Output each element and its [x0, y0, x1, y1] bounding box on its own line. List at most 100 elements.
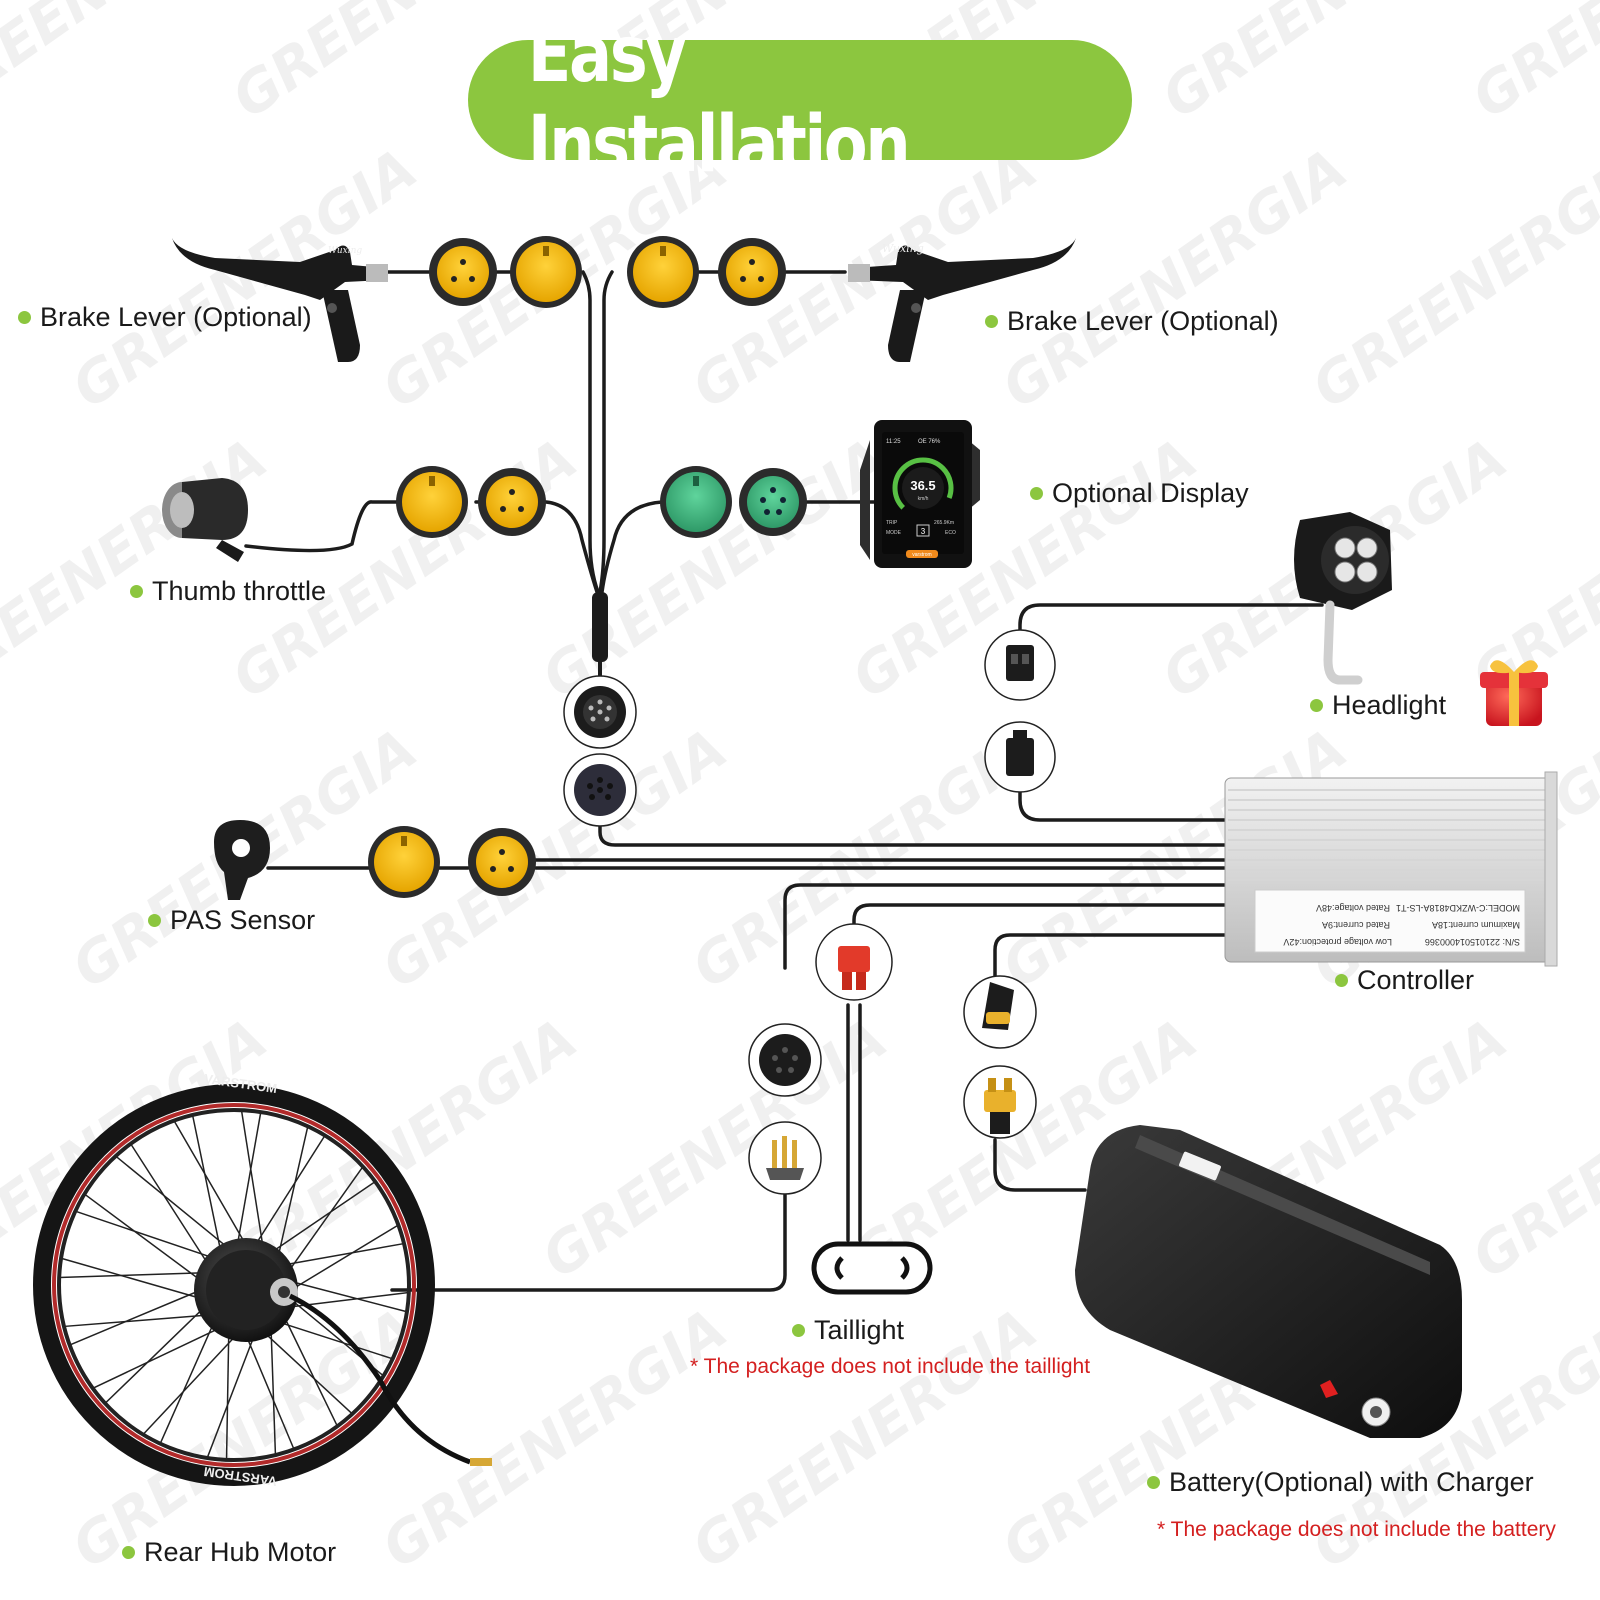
- brake-brand-right: Wuxing: [882, 242, 924, 255]
- harness-junction-icon: [592, 592, 608, 662]
- connector-brake-left-female: [429, 238, 497, 306]
- headlight-icon: [1294, 512, 1392, 685]
- rear-hub-motor-icon: VARSTROM VARSTROM: [33, 1071, 492, 1489]
- watermark-text: GREENERGIA: [1151, 0, 1519, 131]
- label-pas: PAS Sensor: [148, 905, 315, 936]
- wheel-spoke: [270, 1327, 277, 1456]
- connector-throttle-male: [396, 466, 468, 538]
- connector-pas-female: [468, 828, 536, 896]
- wheel-spoke: [159, 1321, 215, 1444]
- wheel-spoke: [289, 1280, 408, 1313]
- taillight-icon: [811, 1241, 933, 1295]
- connector-pas-male: [368, 826, 440, 898]
- wheel-spoke: [142, 1333, 238, 1436]
- bullet-icon: [1335, 974, 1348, 987]
- wheel-spoke: [60, 1257, 203, 1300]
- wheel-spoke: [69, 1289, 202, 1346]
- wheel-spoke: [191, 1114, 222, 1253]
- bullet-icon: [130, 585, 143, 598]
- watermark-text: GREENERGIA: [1461, 0, 1600, 131]
- display-mode: ECO: [945, 530, 956, 536]
- label-motor: Rear Hub Motor: [122, 1537, 336, 1568]
- bullet-icon: [985, 315, 998, 328]
- wheel-spoke: [277, 1126, 309, 1259]
- thumb-throttle-icon: [162, 478, 248, 562]
- bullet-icon: [148, 914, 161, 927]
- connector-battery-male: [963, 1065, 1037, 1139]
- note-taillight: * The package does not include the taill…: [690, 1355, 1091, 1378]
- display-trip-label: TRIP: [886, 520, 898, 526]
- connector-motor-female: [748, 1023, 822, 1097]
- brake-brand-left: Wuxing: [328, 246, 362, 256]
- connector-harness-8pin-female: [563, 753, 637, 827]
- connector-brake-right-female: [718, 238, 786, 306]
- watermark-text: GREENERGIA: [221, 427, 589, 712]
- wheel-spoke: [283, 1242, 405, 1266]
- display-battery: OE 76%: [918, 439, 941, 445]
- connector-display-female: [739, 468, 807, 536]
- wheel-spoke: [130, 1143, 210, 1266]
- note-battery: * The package does not include the batte…: [1157, 1518, 1556, 1541]
- connector-harness-8pin-male: [563, 675, 637, 749]
- wheel-spoke: [92, 1326, 222, 1390]
- wheel-spoke: [225, 1331, 230, 1460]
- wheel-spoke: [84, 1193, 203, 1282]
- controller-rated-current: Rated current:9A: [1322, 920, 1390, 930]
- connector-motor-male: [748, 1121, 822, 1195]
- bullet-icon: [18, 311, 31, 324]
- wheel-spoke: [262, 1331, 353, 1415]
- wheel-spoke: [63, 1314, 209, 1328]
- wheel-spoke: [236, 1111, 262, 1246]
- wheel-spoke: [206, 1333, 256, 1459]
- connector-display-male: [660, 466, 732, 538]
- wheel-spoke: [270, 1181, 376, 1254]
- bullet-icon: [1030, 487, 1043, 500]
- connector-taillight: [815, 923, 893, 1001]
- battery-icon: [1075, 1125, 1462, 1438]
- brake-lever-left-icon: Wuxing: [172, 238, 388, 362]
- connector-headlight-male: [984, 721, 1056, 793]
- title-banner: Easy Installation: [468, 10, 1132, 190]
- wheel-spoke: [240, 1110, 264, 1249]
- controller-rated-voltage: Rated voltage:48V: [1316, 903, 1390, 913]
- controller-max-current: Maximum current:18A: [1432, 920, 1520, 930]
- label-taillight: Taillight: [792, 1315, 904, 1346]
- label-battery: Battery(Optional) with Charger: [1147, 1467, 1534, 1498]
- wheel-spoke: [115, 1155, 230, 1250]
- wheel-spoke: [286, 1166, 364, 1274]
- controller-serial: 221015014000366: [1425, 937, 1500, 947]
- connector-brake-right-male: [627, 236, 699, 308]
- label-controller: Controller: [1335, 965, 1474, 996]
- controller-model: MODEL:C-WZKD4818A-LS-T1: [1396, 903, 1520, 913]
- pas-sensor-icon: [214, 820, 270, 900]
- connector-throttle-female: [478, 468, 546, 536]
- wheel-spoke: [104, 1306, 205, 1404]
- bullet-icon: [1310, 699, 1323, 712]
- wheel-spoke: [277, 1321, 393, 1360]
- label-throttle: Thumb throttle: [130, 576, 326, 607]
- connector-headlight-female: [984, 629, 1056, 701]
- page-title: Easy Installation: [527, 10, 911, 190]
- label-display: Optional Display: [1030, 478, 1249, 509]
- bullet-icon: [1147, 1476, 1160, 1489]
- controller-icon: S/N: 221015014000366 Low voltage protect…: [1224, 771, 1558, 967]
- wheel-spoke: [59, 1272, 205, 1279]
- wheel-spoke: [254, 1135, 326, 1247]
- display-speed: 36.5: [910, 478, 935, 493]
- watermark-text: GREENERGIA: [531, 427, 899, 712]
- display-odo: 265.9Km: [934, 520, 954, 526]
- wheel-spoke: [75, 1210, 215, 1259]
- label-brake-left: Brake Lever (Optional): [18, 302, 312, 333]
- display-unit: km/h: [918, 496, 929, 502]
- brake-lever-right-icon: Wuxing: [848, 238, 1076, 362]
- wheel-spoke: [282, 1314, 339, 1427]
- wheel-spoke: [173, 1120, 247, 1246]
- controller-sn: S/N:: [1502, 937, 1520, 947]
- gift-icon: [1480, 660, 1548, 726]
- connector-battery-female: [963, 975, 1037, 1049]
- display-time: 11:25: [886, 439, 901, 445]
- label-brake-right: Brake Lever (Optional): [985, 306, 1279, 337]
- wheel-spoke: [245, 1334, 295, 1450]
- lcd-display-icon: 11:25 OE 76% 36.5 km/h TRIP 265.9Km MODE…: [860, 420, 980, 568]
